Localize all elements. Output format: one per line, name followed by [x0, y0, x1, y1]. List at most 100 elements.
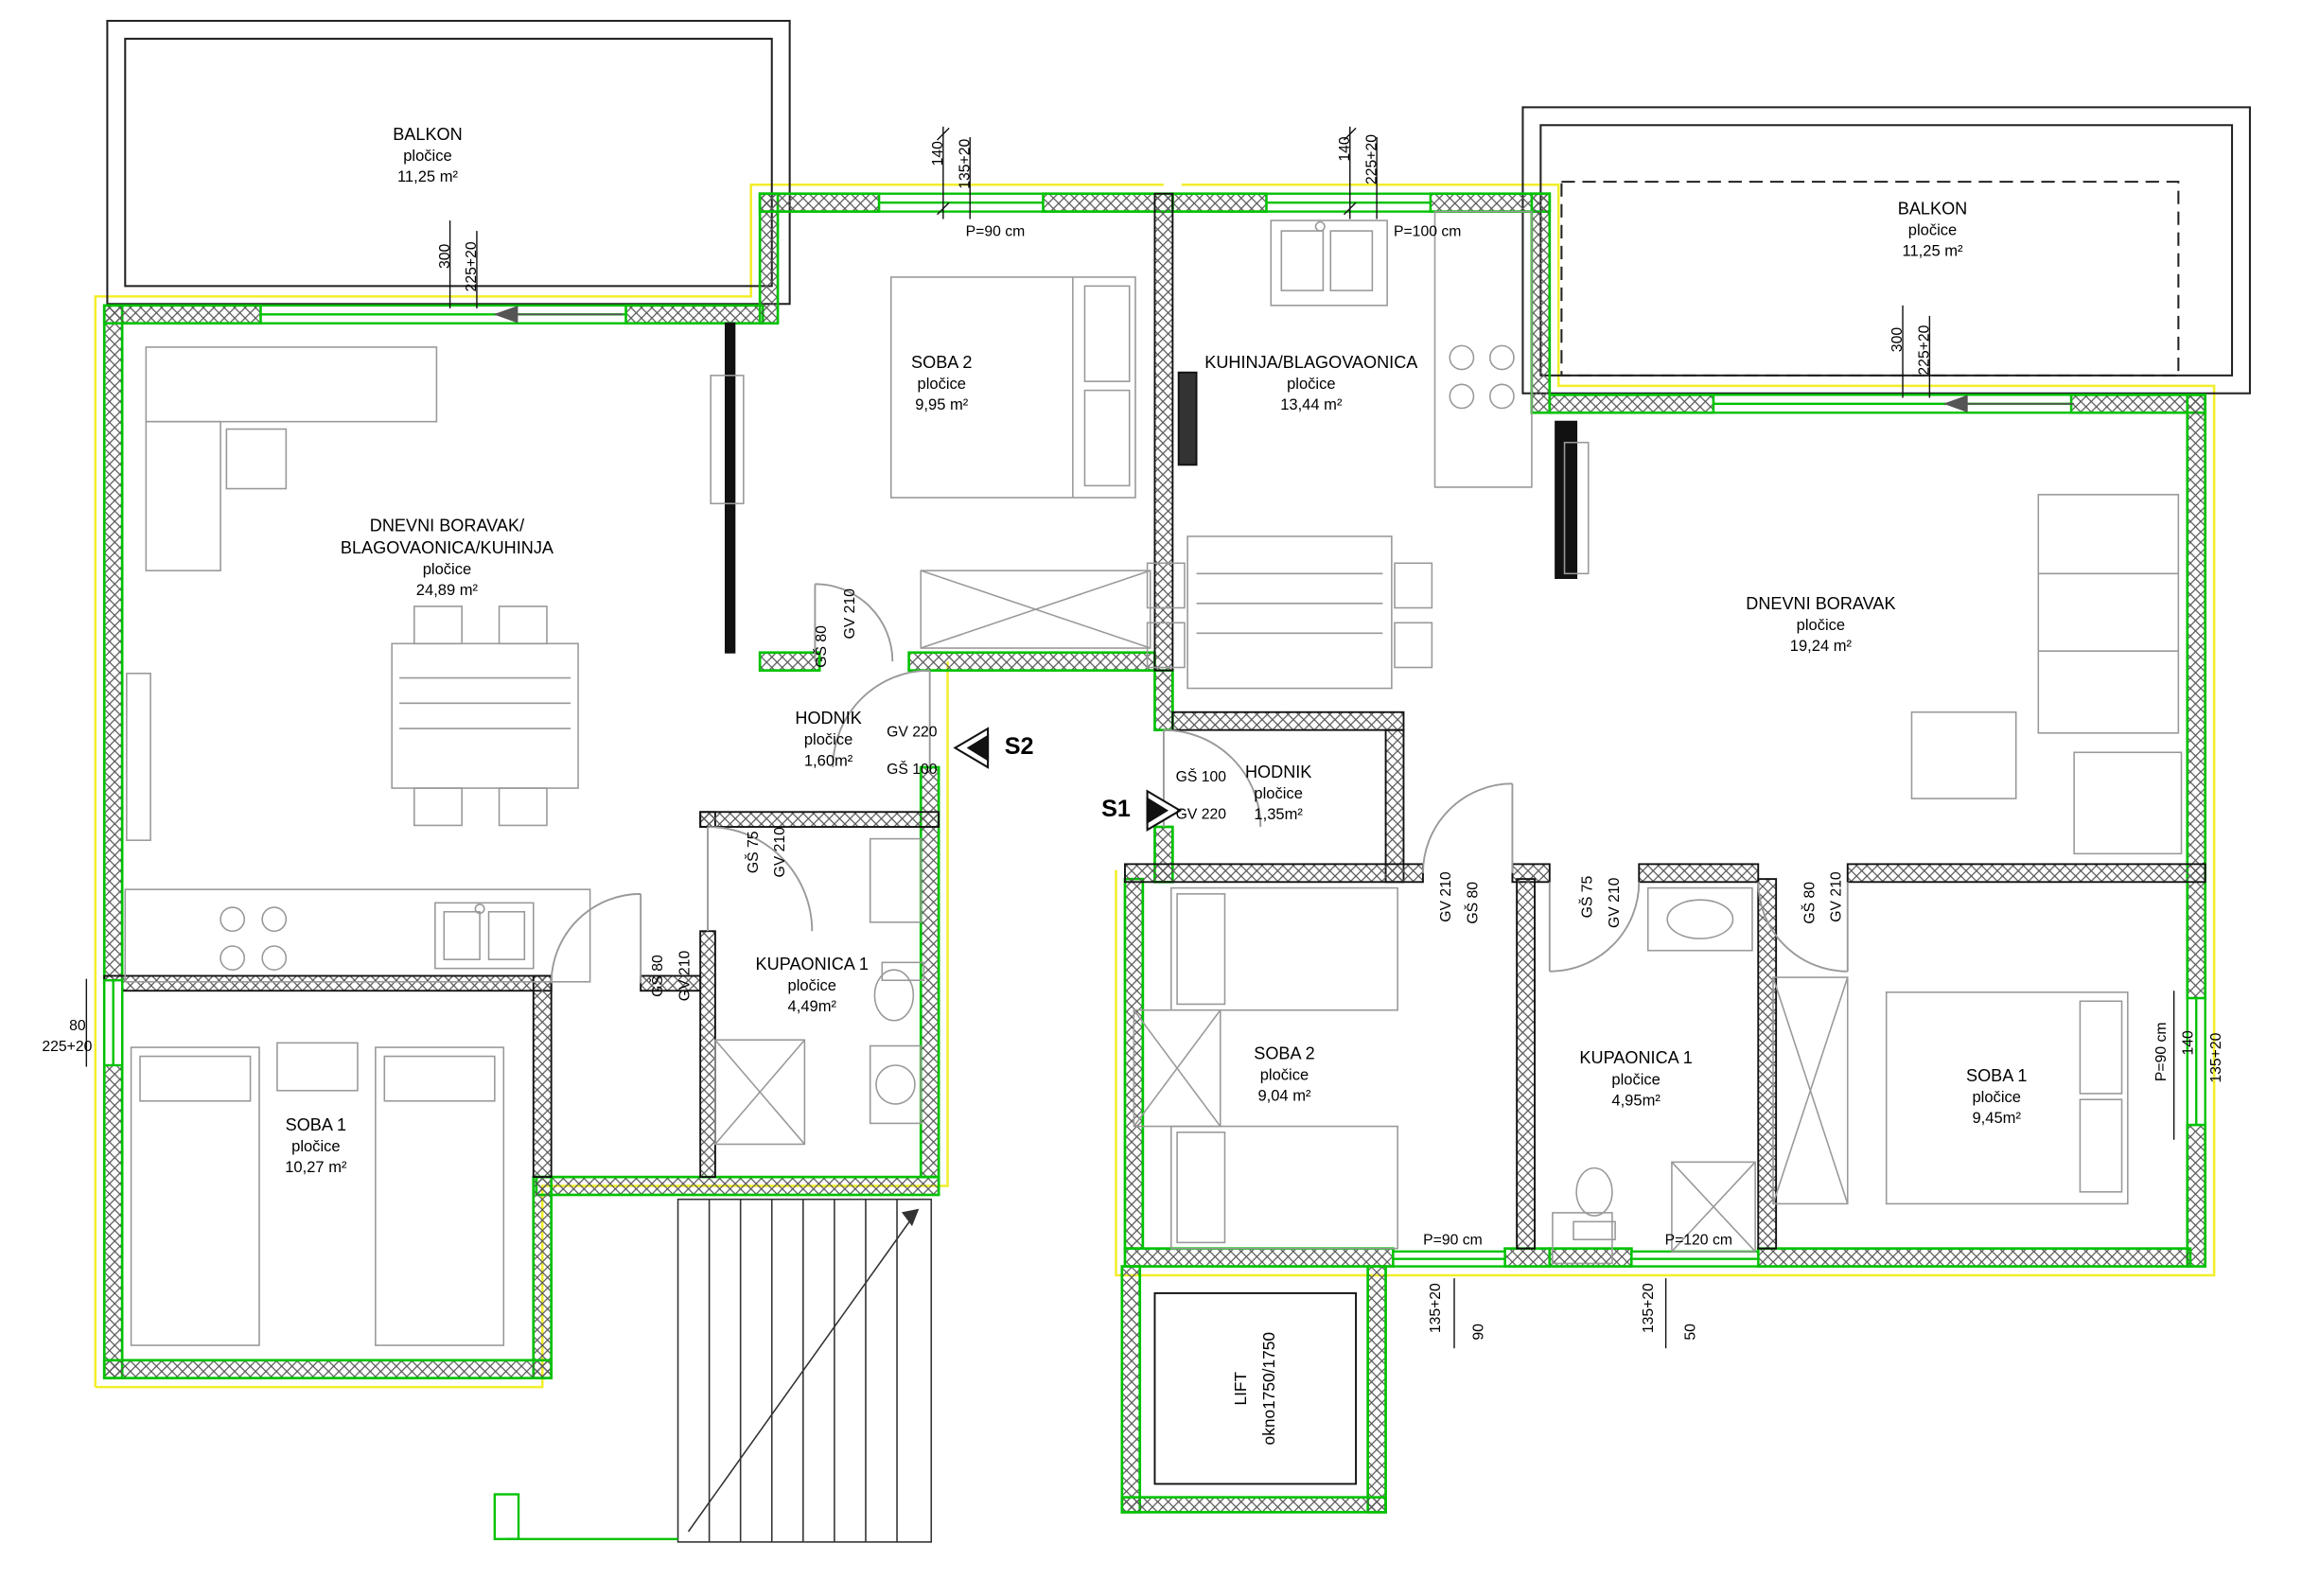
door-spec-soba1-left-height: GV 210: [677, 950, 694, 1002]
dim-balcony-door-right-height: 225+20: [1916, 324, 1934, 376]
dim-window-right-height: 135+20: [2208, 1032, 2225, 1083]
lift-shaft: [1153, 1291, 1358, 1485]
room-label-balkon-right: BALKON pločice 11,25 m²: [1898, 200, 1967, 262]
door-swings: [550, 583, 1849, 984]
room-name: SOBA 1: [285, 1116, 347, 1135]
door-spec-bath-left-width: GŠ 75: [746, 831, 763, 874]
door-spec-soba2-left-width: GŠ 80: [814, 625, 831, 668]
room-area: 4,95m²: [1611, 1091, 1661, 1110]
room-name: DNEVNI BORAVAK/: [369, 517, 525, 536]
dim-window-bottom-right-extra: 50: [1682, 1324, 1700, 1341]
dim-balcony-door-right-width: 300: [1889, 326, 1907, 353]
dim-parapet-top-right: P=100 cm: [1393, 224, 1462, 241]
door-spec-entrance-s2-height: GV 220: [887, 725, 938, 742]
room-floor: pločice: [422, 560, 472, 579]
room-name: KUPAONICA 1: [755, 956, 869, 974]
room-name: HODNIK: [795, 710, 862, 728]
section-marker-s2-label: S2: [1004, 734, 1034, 761]
room-area: 13,44 m²: [1280, 395, 1343, 413]
room-label-hodnik-right: HODNIK pločice 1,35m²: [1245, 763, 1311, 825]
room-floor: pločice: [1972, 1088, 2021, 1107]
room-floor: pločice: [1907, 221, 1958, 240]
room-floor: pločice: [291, 1137, 341, 1156]
room-name: SOBA 2: [911, 354, 973, 373]
room-floor: pločice: [1796, 616, 1846, 635]
room-label-kupaonica-right: KUPAONICA 1 pločice 4,95m²: [1579, 1048, 1692, 1111]
staircase: [677, 1198, 933, 1543]
dim-parapet-bottom-left: P=90 cm: [1423, 1233, 1483, 1250]
room-floor: pločice: [403, 147, 452, 166]
dim-window-top-left-height: 135+20: [957, 138, 975, 189]
room-area: 11,25 m²: [1902, 241, 1963, 260]
room-area: 9,45m²: [1972, 1109, 2021, 1128]
dim-parapet-right: P=90 cm: [2153, 1022, 2170, 1082]
lift-shaft-size: okno1750/1750: [1260, 1331, 1279, 1446]
room-label-kuhinja-blagovaonica: KUHINJA/BLAGOVAONICA pločice 13,44 m²: [1204, 353, 1417, 415]
dim-window-top-right-height: 225+20: [1363, 134, 1381, 185]
door-spec-entrance-s1-width: GŠ 100: [1175, 769, 1226, 786]
room-name: DNEVNI BORAVAK: [1746, 595, 1896, 614]
section-marker-s1-label: S1: [1101, 797, 1131, 823]
door-spec-bath-right-width: GŠ 75: [1580, 875, 1597, 919]
balcony-parapets: [106, 20, 2251, 395]
lift-label: LIFT okno1750/1750: [1228, 1332, 1284, 1445]
dimension-lines: [85, 126, 2175, 1349]
interior-walls: [103, 192, 2206, 1250]
room-label-soba1-right: SOBA 1 pločice 9,45m²: [1966, 1066, 2027, 1129]
door-spec-entrance-s1-height: GV 220: [1175, 806, 1226, 824]
room-label-dnevni-boravak-right: DNEVNI BORAVAK pločice 19,24 m²: [1746, 594, 1895, 657]
room-label-soba2-left: SOBA 2 pločice 9,95 m²: [911, 353, 972, 415]
dim-balcony-door-left-height: 225+20: [464, 241, 481, 292]
door-spec-bath-right-height: GV 210: [1607, 877, 1624, 929]
dim-parapet-top-left: P=90 cm: [965, 224, 1026, 241]
room-name: HODNIK: [1244, 763, 1312, 782]
room-floor: pločice: [1259, 1066, 1309, 1085]
room-label-soba2-right: SOBA 2 pločice 9,04 m²: [1254, 1044, 1314, 1107]
door-spec-soba1-right-width: GŠ 80: [1801, 881, 1819, 924]
dim-parapet-bottom-right: P=120 cm: [1664, 1233, 1732, 1250]
section-markers: [953, 727, 1183, 832]
site-marks: [493, 1493, 678, 1540]
room-name: KUHINJA/BLAGOVAONICA: [1204, 354, 1418, 373]
room-label-hodnik-left: HODNIK pločice 1,60m²: [795, 709, 861, 771]
room-floor: pločice: [1254, 784, 1303, 803]
room-name: BALKON: [393, 126, 463, 145]
room-area: 4,49m²: [787, 997, 837, 1016]
dim-window-left-height: 225+20: [42, 1039, 93, 1056]
door-spec-soba2-left-height: GV 210: [842, 588, 859, 640]
dim-window-right-width: 140: [2180, 1030, 2198, 1056]
section-s2-triangle-fill-icon: [966, 734, 990, 762]
room-area: 1,60m²: [803, 751, 853, 770]
room-name-line2: BLAGOVAONICA/KUHINJA: [340, 539, 554, 558]
door-spec-soba1-right-height: GV 210: [1829, 871, 1846, 922]
door-spec-soba2-right-height: GV 210: [1438, 871, 1455, 922]
room-floor: pločice: [803, 730, 853, 749]
door-spec-entrance-s2-width: GŠ 100: [887, 762, 938, 779]
room-area: 11,25 m²: [396, 167, 458, 186]
room-label-balkon-left: BALKON pločice 11,25 m²: [393, 125, 462, 187]
dim-window-bottom-left-extra: 90: [1471, 1324, 1488, 1341]
room-label-soba1-left: SOBA 1 pločice 10,27 m²: [285, 1115, 346, 1178]
room-label-dnevni-boravak-left: DNEVNI BORAVAK/ BLAGOVAONICA/KUHINJA plo…: [341, 517, 554, 602]
room-area: 24,89 m²: [415, 581, 479, 599]
room-area: 19,24 m²: [1789, 637, 1853, 656]
room-name: BALKON: [1897, 201, 1968, 219]
room-area: 10,27 m²: [285, 1158, 347, 1177]
section-s1-triangle-fill-icon: [1146, 797, 1169, 825]
dim-window-top-left-width: 140: [930, 141, 947, 167]
exterior-walls: [102, 192, 2207, 1514]
room-name: SOBA 2: [1254, 1045, 1315, 1064]
room-area: 9,04 m²: [1257, 1086, 1311, 1105]
room-floor: pločice: [1611, 1071, 1661, 1089]
dim-window-top-right-width: 140: [1337, 136, 1354, 162]
lift-name: LIFT: [1232, 1371, 1251, 1406]
room-area: 1,35m²: [1254, 805, 1303, 824]
door-spec-soba1-left-width: GŠ 80: [650, 955, 667, 997]
room-name: SOBA 1: [1966, 1067, 2028, 1086]
room-floor: pločice: [917, 375, 966, 394]
room-floor: pločice: [1287, 375, 1336, 394]
room-area: 9,95 m²: [915, 395, 969, 413]
room-name: KUPAONICA 1: [1579, 1050, 1693, 1068]
